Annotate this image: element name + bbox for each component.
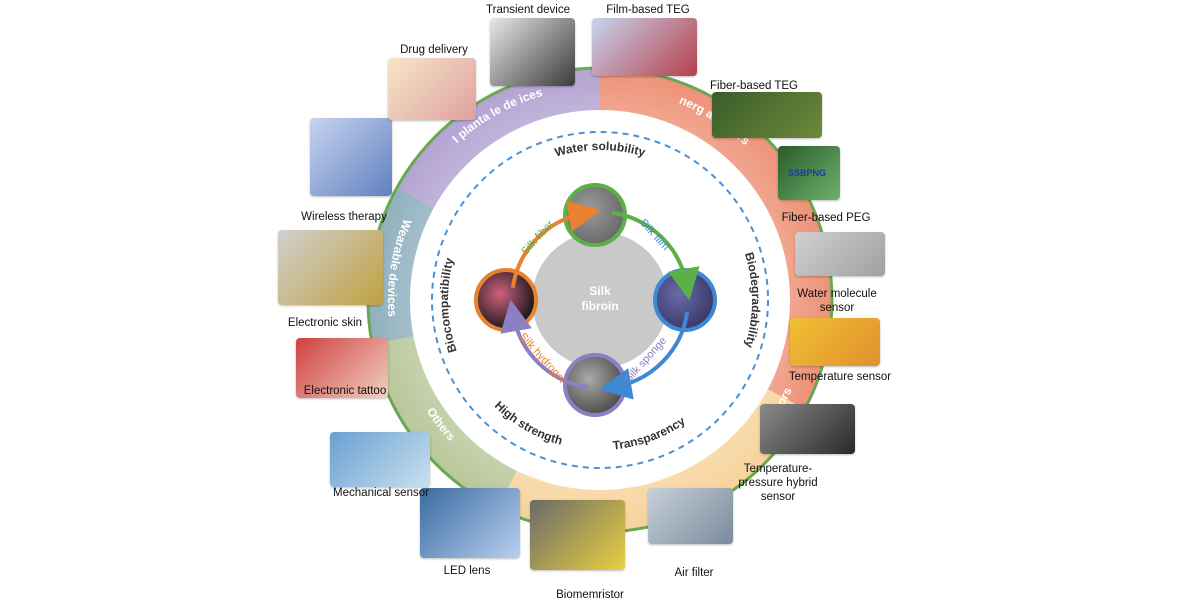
app-thumbnail-13 [278,230,383,305]
form-arrow-2 [599,311,690,400]
app-label-6: Temperature sensor [788,371,892,383]
app-label-13: Electronic skin [287,317,363,329]
app-thumbnail-7 [760,404,855,454]
property-1: Water solubility [553,139,647,160]
app-thumbnail-5 [795,232,885,276]
core-disc [532,232,668,368]
center-label-2: fibroin [581,299,618,313]
app-label-9: Biomemristor [556,589,624,601]
app-thumbnail-3 [712,92,822,138]
app-label-8: Air filter [674,567,714,579]
form-image-4 [474,268,538,332]
dashed-ring [431,131,769,469]
app-thumbnail-10 [420,488,520,558]
app-label-1: Transient device [486,4,570,16]
app-thumbnail-1 [490,18,575,86]
app-label-3: Fiber-based TEG [710,80,798,92]
form-4 [474,268,538,332]
app-thumbnail-14 [310,118,392,196]
app-label-7: Temperature-pressure hybrid sensor [738,463,818,503]
app-label-14: Wireless therapy [301,211,387,223]
center-label-1: Silk [589,284,611,298]
app-label-11: Mechanical sensor [333,487,429,499]
app-thumbnail-4: SSBPNG [778,146,840,200]
app-thumbnail-6 [790,318,880,366]
app-label-2: Film-based TEG [606,4,690,16]
app-label-12: Electronic tattoo [303,385,387,397]
app-thumbnail-8 [648,488,733,544]
app-thumbnail-9 [530,500,625,570]
app-label-4: Fiber-based PEG [781,212,871,224]
app-label-10: LED lens [443,565,491,577]
property-2: Biodegradability [742,251,763,350]
form-arrow-1 [611,210,700,301]
app-label-15: Drug delivery [400,44,468,56]
app-thumbnail-11 [330,432,430,487]
app-badge: SSBPNG [788,168,827,178]
app-thumbnail-15 [388,58,476,120]
app-thumbnail-12 [296,338,388,398]
app-thumbnail-2 [592,18,697,76]
form-arrow-3 [500,299,589,390]
form-arrow-4 [510,200,601,289]
app-label-5: Water molecule sensor [797,288,877,314]
ring-group [366,66,834,534]
